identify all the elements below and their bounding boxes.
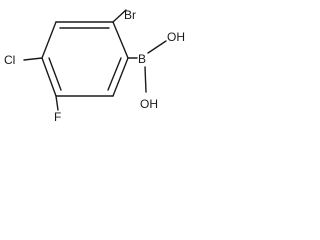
atom-oh-bottom: OH	[140, 97, 158, 111]
structure-canvas: Br Cl F B OH OH	[0, 0, 206, 138]
bond-to-f	[55, 95, 59, 111]
ring-bond-top-left	[41, 21, 57, 59]
bond-b-oh-bottom	[144, 66, 147, 93]
atom-f: F	[54, 110, 61, 124]
atom-b: B	[138, 52, 146, 66]
atom-oh-top: OH	[167, 30, 185, 44]
bond-b-oh-top	[147, 40, 167, 54]
molecule-structure: Br Cl F B OH OH	[4, 8, 185, 124]
ring-bond-bottom-right-double	[107, 57, 122, 91]
ring-bond-bottom-right	[112, 57, 129, 97]
atom-cl: Cl	[4, 53, 15, 67]
ring-bond-top-right	[112, 21, 129, 59]
bond-to-cl	[23, 57, 43, 61]
ring-bond-bottom-left	[41, 57, 57, 97]
bond-to-br	[112, 9, 127, 23]
atom-br: Br	[124, 8, 136, 22]
ring-bond-bottom-left-double	[48, 57, 62, 91]
